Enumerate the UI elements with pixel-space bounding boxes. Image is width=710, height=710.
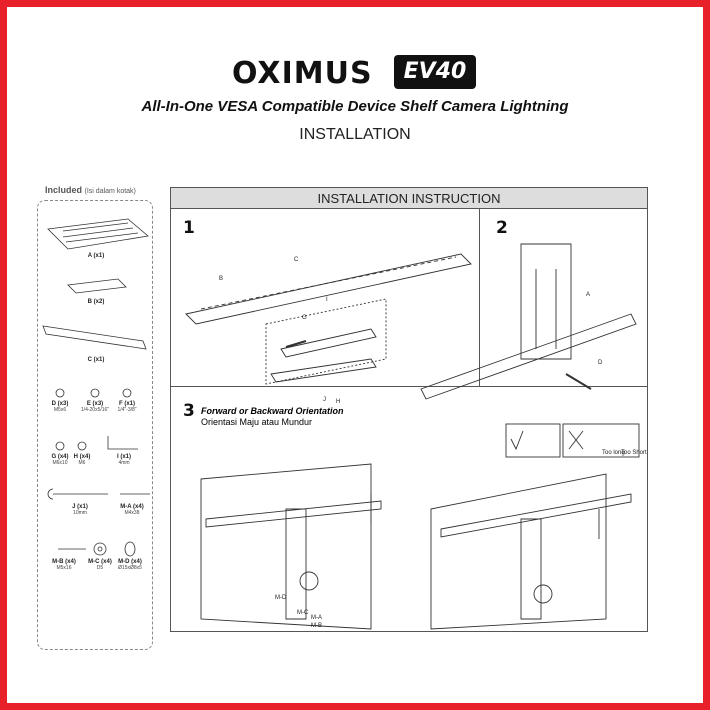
- step-3-subtitle: Orientasi Maju atau Mundur: [201, 417, 313, 427]
- installation-drawings: B C I G J H A D Too long Too Short M-D M…: [185, 243, 647, 630]
- part-m-d: M-D (x4)Ø15xØ8x5: [118, 559, 142, 571]
- label-m-a: M-A: [311, 615, 322, 621]
- part-c: C (x1): [87, 357, 105, 363]
- label-j: J: [323, 397, 326, 403]
- too-short-label: Too Short: [621, 450, 647, 456]
- label-h: H: [336, 399, 340, 405]
- divider: [171, 386, 647, 387]
- part-j: J (x1)10mm: [72, 504, 88, 516]
- step-1-number: 1: [183, 218, 195, 238]
- instruction-title: INSTALLATION INSTRUCTION: [171, 188, 647, 209]
- part-m-a: M-A (x4)M4x38: [120, 504, 144, 516]
- step-3-title: Forward or Backward Orientation: [201, 406, 344, 416]
- label-b: B: [219, 276, 223, 282]
- instruction-panel: INSTALLATION INSTRUCTION 1 2 3 Forward o…: [170, 187, 648, 632]
- part-a: A (x1): [87, 253, 105, 259]
- label-d: D: [598, 360, 603, 366]
- label-m-b: M-B: [311, 623, 322, 629]
- part-e: E (x3)1/4-20x5/16": [80, 401, 110, 413]
- part-i: I (x1)4mm: [116, 454, 131, 466]
- label-g: G: [302, 315, 307, 321]
- divider: [479, 209, 480, 386]
- part-f: F (x1)1/4"-3/8": [117, 401, 137, 413]
- part-m-c: M-C (x4)D5: [88, 559, 112, 571]
- parts-illustrations: [42, 218, 150, 557]
- included-parts-box: A (x1) B (x2) C (x1) D (x3)M5x6 E (x3)1/…: [37, 200, 153, 650]
- step-2-number: 2: [496, 218, 508, 238]
- part-d: D (x3)M5x6: [51, 401, 69, 413]
- brand-logo: OXIMUS: [232, 56, 373, 91]
- included-title: Included (Isi dalam kotak): [45, 185, 136, 195]
- part-b: B (x2): [87, 299, 105, 305]
- label-i: I: [326, 297, 328, 303]
- product-subtitle: All-In-One VESA Compatible Device Shelf …: [141, 98, 569, 115]
- too-long-label: Too long: [602, 450, 625, 456]
- page-heading: INSTALLATION: [299, 126, 411, 143]
- model-badge: EV40: [394, 55, 476, 89]
- part-m-b: M-B (x4)M5x16: [52, 559, 76, 571]
- label-c: C: [294, 257, 299, 263]
- label-a: A: [586, 292, 590, 298]
- part-h: H (x4)M6: [73, 454, 91, 466]
- label-m-d: M-D: [275, 595, 287, 601]
- part-g: G (x4)M6x10: [51, 454, 69, 466]
- step-3-number: 3: [183, 401, 195, 421]
- label-m-c: M-C: [297, 610, 309, 616]
